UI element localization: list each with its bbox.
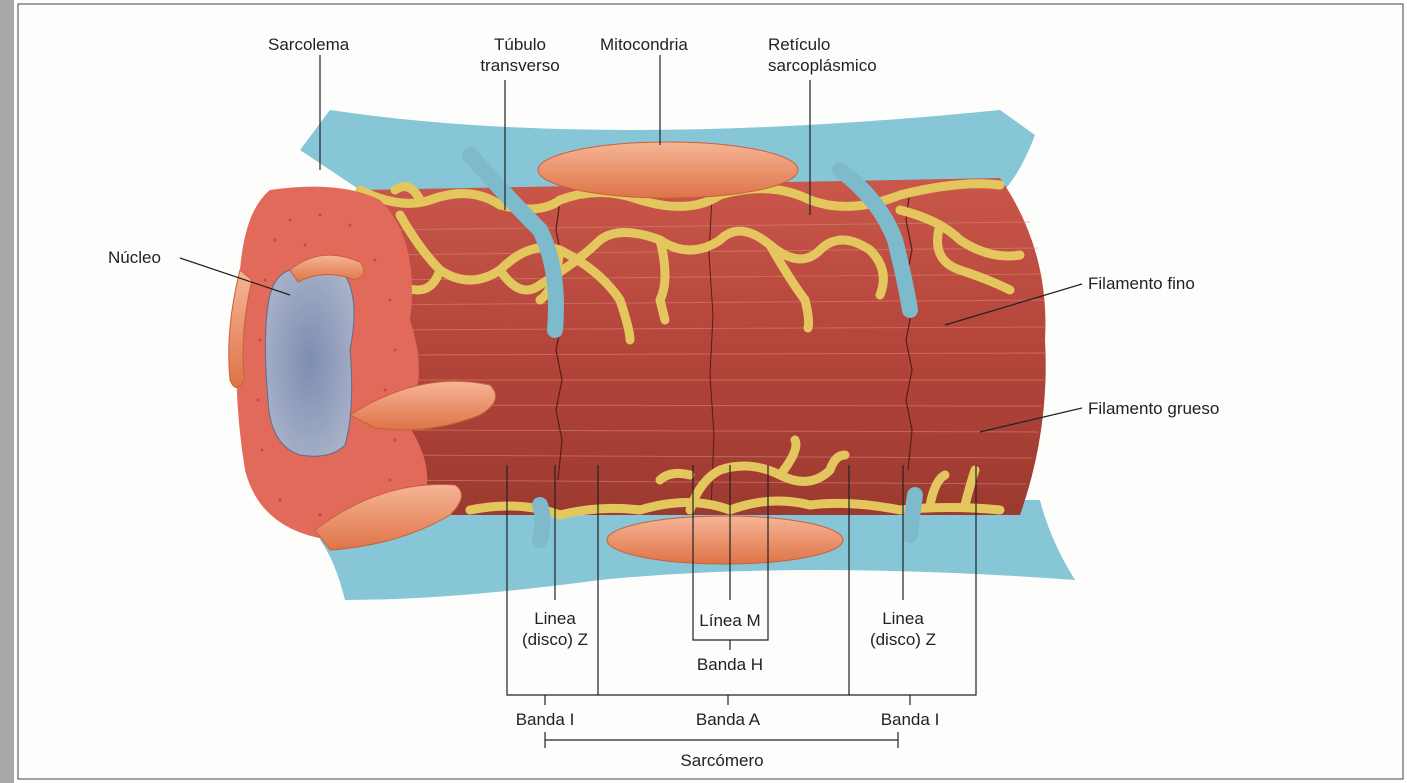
label-filamento-grueso: Filamento grueso xyxy=(1088,398,1219,419)
page-edge-left xyxy=(0,0,14,783)
label-tubulo-line2: transverso xyxy=(470,55,570,76)
label-reticulo-line1: Retículo xyxy=(768,34,877,55)
label-sarcolema: Sarcolema xyxy=(268,34,349,55)
label-banda-i-right: Banda I xyxy=(860,709,960,730)
mitochondrion-top xyxy=(538,142,798,198)
label-tubulo-line1: Túbulo xyxy=(470,34,570,55)
label-linea-z-right-line1: Linea xyxy=(853,608,953,629)
label-linea-z-right-line2: (disco) Z xyxy=(853,629,953,650)
label-banda-a: Banda A xyxy=(678,709,778,730)
label-filamento-fino: Filamento fino xyxy=(1088,273,1195,294)
label-tubulo-transverso: Túbulo transverso xyxy=(470,34,570,76)
label-banda-i-left: Banda I xyxy=(495,709,595,730)
mitochondrion-bottom xyxy=(607,516,843,564)
label-linea-z-left-line2: (disco) Z xyxy=(505,629,605,650)
label-reticulo-sarcoplasmico: Retículo sarcoplásmico xyxy=(768,34,877,76)
label-banda-h: Banda H xyxy=(680,654,780,675)
label-nucleo: Núcleo xyxy=(108,247,161,268)
nucleus xyxy=(265,266,354,456)
label-sarcomero: Sarcómero xyxy=(672,750,772,771)
label-mitocondria: Mitocondria xyxy=(600,34,688,55)
label-linea-z-left-line1: Linea xyxy=(505,608,605,629)
label-linea-z-left: Linea (disco) Z xyxy=(505,608,605,650)
label-linea-z-right: Linea (disco) Z xyxy=(853,608,953,650)
label-linea-m: Línea M xyxy=(690,610,770,631)
label-reticulo-line2: sarcoplásmico xyxy=(768,55,877,76)
